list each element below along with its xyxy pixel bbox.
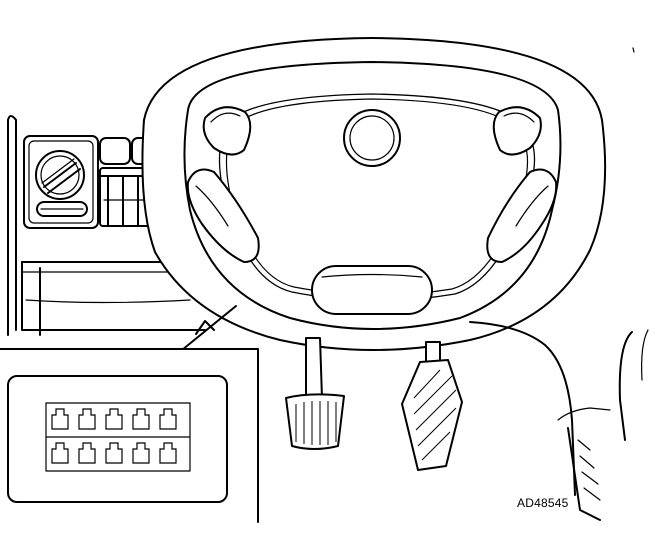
connector-pin (51, 408, 69, 430)
floor-hatch (577, 439, 601, 501)
connector-pin (105, 442, 123, 464)
connector-pin (78, 442, 96, 464)
floor-line (567, 427, 601, 521)
connector-pin (78, 408, 96, 430)
figure-reference-code: AD48545 (517, 496, 569, 510)
leader-arrow (195, 320, 215, 335)
connector-detail-inset (0, 348, 259, 523)
door-edge (618, 331, 633, 441)
diagnostic-connector-pins (51, 408, 177, 464)
dashboard-panel (7, 115, 206, 336)
door-edge-inner (641, 329, 649, 381)
leader-line (181, 305, 237, 351)
connector-pin (132, 408, 150, 430)
accelerator-pedal (401, 341, 463, 471)
brake-pedal (285, 337, 345, 450)
connector-pin (132, 442, 150, 464)
lower-dash-line-inner (557, 407, 611, 421)
connector-pin (159, 442, 177, 464)
corner-mark (632, 47, 635, 53)
connector-pin (105, 408, 123, 430)
connector-pin (51, 442, 69, 464)
steering-wheel (141, 37, 607, 351)
connector-pin (159, 408, 177, 430)
light-switch-module (23, 135, 99, 229)
lower-dash-line (469, 321, 576, 496)
